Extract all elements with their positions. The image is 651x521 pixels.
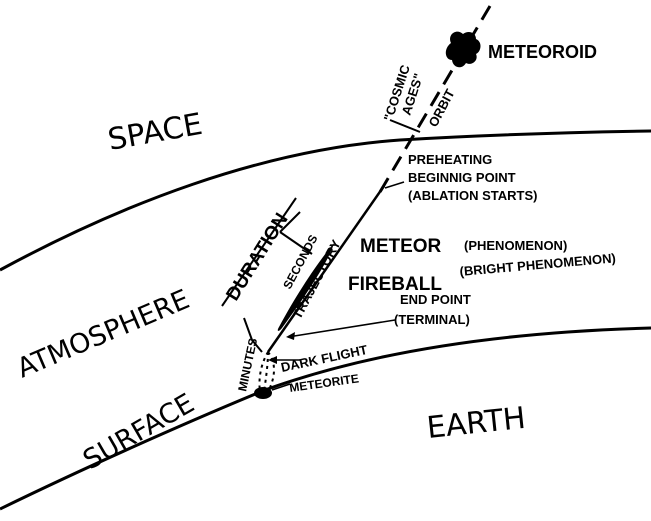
- space-label: SPACE: [105, 107, 205, 158]
- meteorite-label: METEORITE: [288, 371, 359, 395]
- end-point-label: END POINT: [400, 292, 471, 307]
- orbit-line: [378, 5, 492, 193]
- end-point-arrow: [287, 319, 396, 338]
- dark-flight-path-3: [263, 351, 269, 393]
- meteorite-pointer: [271, 383, 291, 391]
- beginning-point-label: BEGINNIG POINT: [408, 170, 516, 185]
- preheating-pointer: [384, 181, 405, 189]
- fireball-label: FIREBALL: [348, 274, 442, 295]
- preheating-label: PREHEATING: [408, 152, 492, 167]
- fireball-streak: [277, 243, 334, 331]
- meteoroid-label: METEOROID: [488, 42, 597, 62]
- minutes-label: MINUTES: [235, 337, 260, 393]
- duration-label: DURATION: [222, 210, 292, 305]
- surface-label: SURFACE: [78, 388, 200, 476]
- duration-underline: [221, 197, 297, 307]
- fireball-note: (BRIGHT PHENOMENON): [459, 250, 616, 279]
- dark-flight-arrowhead: [268, 356, 277, 364]
- minutes-bracket: [243, 317, 263, 353]
- end-point-arrowhead: [286, 332, 295, 340]
- dark-flight-path: [258, 351, 269, 393]
- ablation-starts-label: (ABLATION STARTS): [408, 188, 538, 203]
- meteor-label: METEOR: [360, 236, 442, 257]
- orbit-label: ORBIT: [425, 87, 457, 130]
- atmosphere-label: ATMOSPHERE: [13, 284, 195, 384]
- terminal-label: (TERMINAL): [394, 312, 470, 327]
- trajectory-line: [266, 185, 386, 353]
- meteor-note: (PHENOMENON): [464, 238, 567, 253]
- seconds-bracket: [279, 211, 313, 255]
- space-atmosphere-boundary: [0, 129, 651, 272]
- meteorite-blob: [254, 387, 272, 399]
- earth-label: EARTH: [425, 401, 527, 446]
- cosmic-ages-leader: [389, 119, 421, 133]
